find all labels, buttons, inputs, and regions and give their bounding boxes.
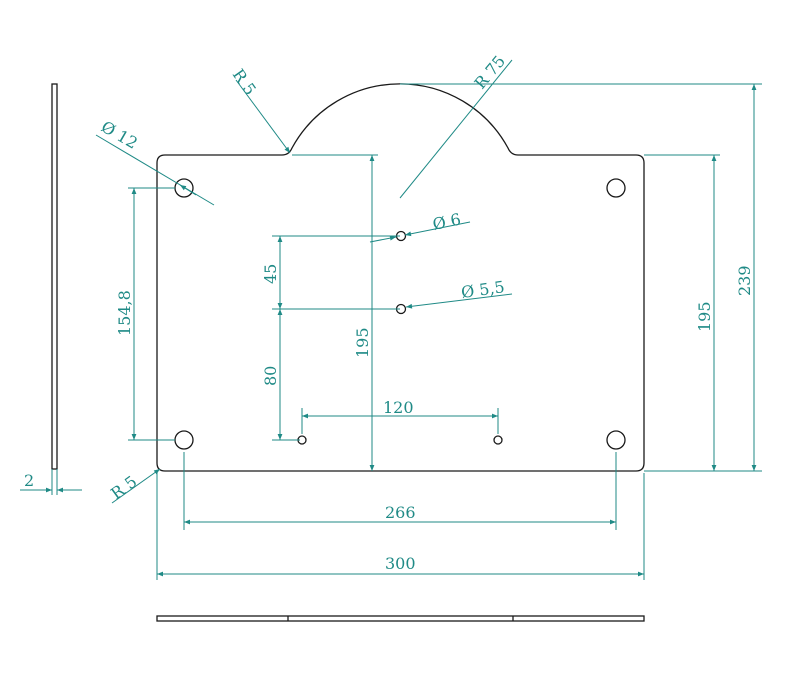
side-view: 2 (20, 83, 82, 495)
dimensions: R 5 R 75 Ø 12 Ø 6 Ø 5,5 45 80 154,8 (95, 52, 762, 580)
dim-dia6-label: Ø 6 (431, 209, 463, 233)
dim-120-label: 120 (383, 398, 414, 417)
dim-r5-top-leader (235, 79, 291, 154)
dim-dia12-arrow (179, 184, 197, 196)
dim-dia6-leader-right (404, 221, 471, 237)
dim-239-label: 239 (735, 265, 754, 296)
hole-bottom-left (174, 430, 194, 450)
dim-300-label: 300 (385, 554, 416, 573)
dim-thickness-label: 2 (24, 471, 34, 490)
hole-top-right (606, 178, 626, 198)
dim-r5-bottom-leader (111, 468, 161, 504)
dim-266-label: 266 (385, 503, 416, 522)
dim-80-label: 80 (261, 366, 280, 386)
dim-r75-label: R 75 (471, 52, 510, 93)
hole-small-right (493, 435, 503, 445)
dim-195-center-label: 195 (353, 327, 372, 358)
side-profile (51, 83, 58, 470)
dim-dia6-leader-left (369, 235, 397, 243)
dim-dia12-label: Ø 12 (98, 117, 141, 153)
dim-r75-leader (399, 59, 513, 199)
dim-154-8-label: 154,8 (115, 290, 134, 336)
dim-195-right-label: 195 (695, 301, 714, 332)
hole-bottom-right (606, 430, 626, 450)
bottom-profile (156, 615, 645, 622)
dim-dia5-5-leader (405, 293, 513, 309)
dim-dia5-5-label: Ø 5,5 (460, 277, 506, 302)
dim-r5-top-label: R 5 (229, 65, 260, 98)
bottom-view (156, 615, 645, 622)
dim-r5-bottom-label: R 5 (107, 472, 140, 503)
dim-dia12-leader (95, 134, 215, 206)
dim-45-label: 45 (261, 264, 280, 284)
